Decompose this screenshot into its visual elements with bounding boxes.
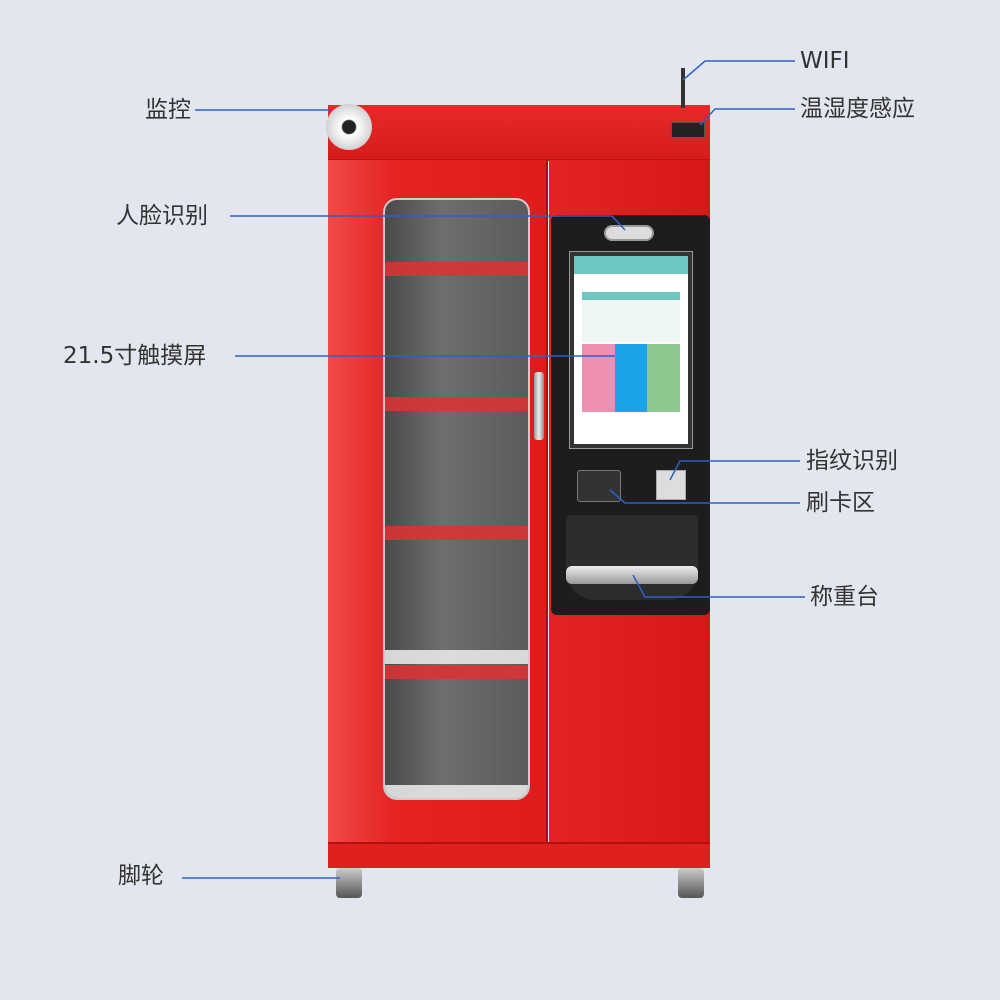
caster-right [678, 868, 704, 898]
touchscreen[interactable] [569, 251, 693, 449]
label-casters: 脚轮 [118, 863, 164, 889]
card-reader[interactable] [577, 470, 621, 502]
label-face-recognition: 人脸识别 [116, 203, 208, 229]
label-touchscreen: 21.5寸触摸屏 [63, 343, 207, 369]
temp-humidity-sensor [671, 122, 705, 138]
weighing-bay [566, 515, 698, 600]
label-fingerprint: 指纹识别 [806, 448, 898, 474]
glass-window [383, 198, 530, 800]
door-handle-left[interactable] [534, 372, 544, 440]
label-card-area: 刷卡区 [806, 490, 875, 516]
weighing-tray [566, 566, 698, 584]
label-camera: 监控 [145, 97, 191, 123]
caster-left [336, 868, 362, 898]
label-weighing: 称重台 [810, 584, 879, 610]
cabinet-base [328, 842, 710, 868]
label-wifi: WIFI [800, 48, 850, 74]
label-temp-humidity: 温湿度感应 [800, 96, 915, 122]
camera-icon [326, 104, 372, 150]
fingerprint-scanner[interactable] [656, 470, 686, 500]
face-camera [604, 225, 654, 241]
wifi-antenna [681, 68, 685, 108]
